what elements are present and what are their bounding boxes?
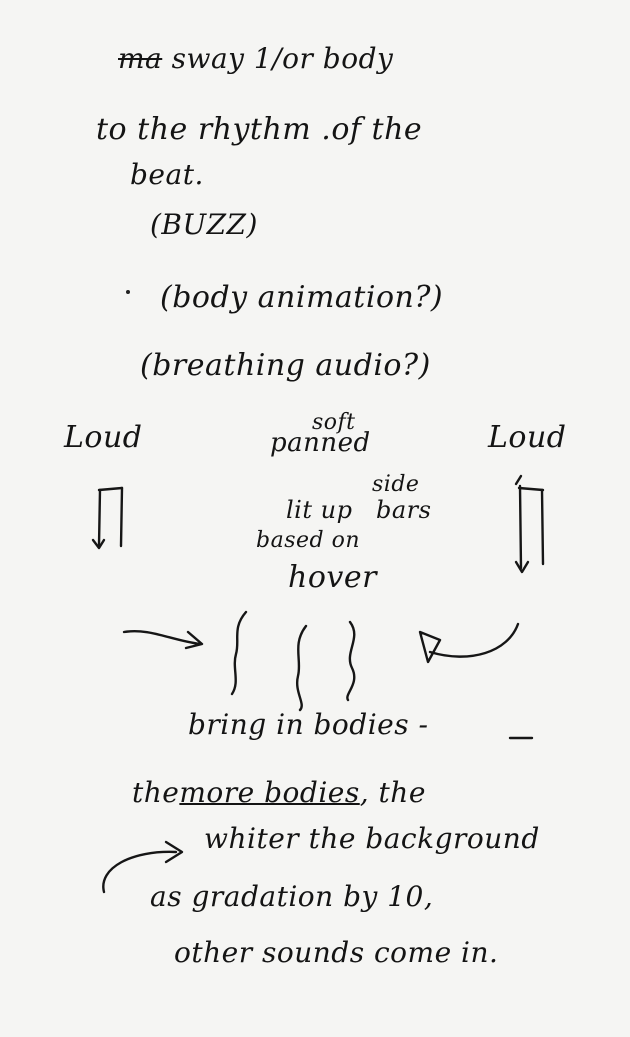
hover-label: hover — [288, 560, 377, 595]
struck-word: ma — [118, 42, 163, 75]
other-sounds-line: other sounds come in. — [174, 936, 499, 969]
note-line-1: ma sway 1/or body — [118, 42, 393, 75]
side-label: side — [372, 472, 420, 497]
loud-left-label: Loud — [64, 420, 143, 455]
note-line-buzz: (BUZZ) — [150, 208, 258, 241]
lit-up-label: lit up — [286, 496, 353, 524]
gradation-line: as gradation by 10, — [150, 880, 434, 913]
more-bodies-pre: the — [132, 776, 180, 809]
more-bodies-line: themore bodies, the — [132, 776, 426, 809]
whiter-background-line: whiter the background — [204, 822, 540, 855]
squiggle-bodies — [230, 610, 356, 712]
bullet-dot — [126, 290, 130, 294]
right-curved-arrow — [418, 622, 520, 664]
based-on-label: based on — [256, 528, 360, 553]
more-bodies-underlined: more bodies — [179, 776, 360, 809]
soft-label: soft — [312, 410, 356, 435]
note-line-3: beat. — [130, 158, 204, 191]
left-curved-arrow — [122, 630, 204, 650]
right-volume-bar — [514, 474, 545, 574]
bars-label: bars — [376, 496, 432, 524]
note-line-breathing-audio: (breathing audio?) — [140, 348, 431, 383]
loud-right-label: Loud — [488, 420, 567, 455]
more-bodies-post: , the — [359, 776, 426, 809]
left-volume-bar — [91, 486, 124, 550]
panned-label: panned — [270, 428, 371, 458]
note-line-1-text: sway 1/or body — [171, 42, 394, 75]
bring-in-bodies-line: bring in bodies - — [188, 708, 429, 741]
note-line-2: to the rhythm .of the — [96, 112, 423, 147]
note-line-body-animation: (body animation?) — [160, 280, 444, 315]
